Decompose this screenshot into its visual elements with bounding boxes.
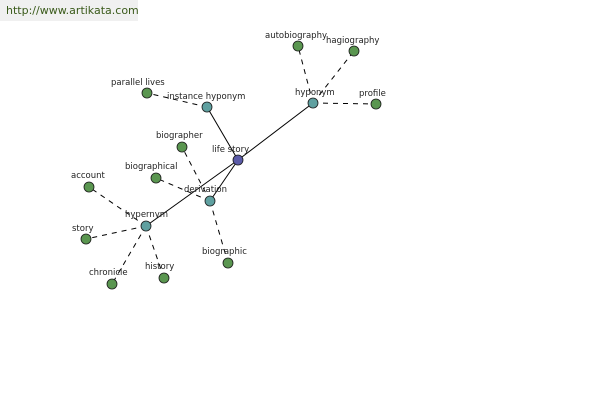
label-story[interactable]: story <box>72 224 94 234</box>
node-hagiography[interactable] <box>348 45 360 57</box>
label-derivation[interactable]: derivation <box>184 185 227 195</box>
label-instance-hyponym[interactable]: instance hyponym <box>167 92 245 102</box>
edge-profile <box>312 102 377 105</box>
edge-story <box>85 225 147 240</box>
label-life-story[interactable]: life story <box>212 145 249 155</box>
label-biographical[interactable]: biographical <box>125 162 177 172</box>
label-hagiography[interactable]: hagiography <box>326 36 379 46</box>
node-derivation[interactable] <box>204 195 216 207</box>
label-history[interactable]: history <box>145 262 174 272</box>
node-hyponym[interactable] <box>307 97 319 109</box>
node-biographical[interactable] <box>150 172 162 184</box>
label-profile[interactable]: profile <box>359 89 386 99</box>
label-autobiography[interactable]: autobiography <box>265 31 327 41</box>
node-history[interactable] <box>158 272 170 284</box>
edge-account <box>88 186 147 227</box>
node-biographer[interactable] <box>176 141 188 153</box>
edge-hagiography <box>312 50 355 104</box>
node-hypernym[interactable] <box>140 220 152 232</box>
edge-hypernym <box>145 159 239 227</box>
label-account[interactable]: account <box>71 171 106 181</box>
node-autobiography[interactable] <box>292 40 304 52</box>
edge-hyponym <box>237 102 314 161</box>
label-chronicle[interactable]: chronicle <box>89 268 128 278</box>
label-hypernym[interactable]: hypernym <box>125 210 168 220</box>
label-hyponym[interactable]: hyponym <box>295 88 335 98</box>
node-profile[interactable] <box>370 98 382 110</box>
node-parallel-lives[interactable] <box>141 87 153 99</box>
node-biographic[interactable] <box>222 257 234 269</box>
edge-biographic <box>209 200 229 264</box>
node-life-story[interactable] <box>232 154 244 166</box>
edge-biographer <box>181 146 211 202</box>
label-biographer[interactable]: biographer <box>156 131 203 141</box>
nodes-layer <box>80 40 382 290</box>
node-instance-hyponym[interactable] <box>201 101 213 113</box>
edges-layer <box>85 45 377 285</box>
label-biographic[interactable]: biographic <box>202 247 247 257</box>
node-account[interactable] <box>83 181 95 193</box>
label-parallel-lives[interactable]: parallel lives <box>111 78 165 88</box>
source-url-link[interactable]: http://www.artikata.com <box>0 0 139 21</box>
edge-parallel_lives <box>146 92 208 108</box>
node-chronicle[interactable] <box>106 278 118 290</box>
edge-instance_hyponym <box>206 106 239 161</box>
edge-chronicle <box>111 225 147 285</box>
edge-derivation <box>209 159 239 202</box>
node-story[interactable] <box>80 233 92 245</box>
labels-layer: life story hyponym instance hyponym derivat… <box>71 31 386 278</box>
